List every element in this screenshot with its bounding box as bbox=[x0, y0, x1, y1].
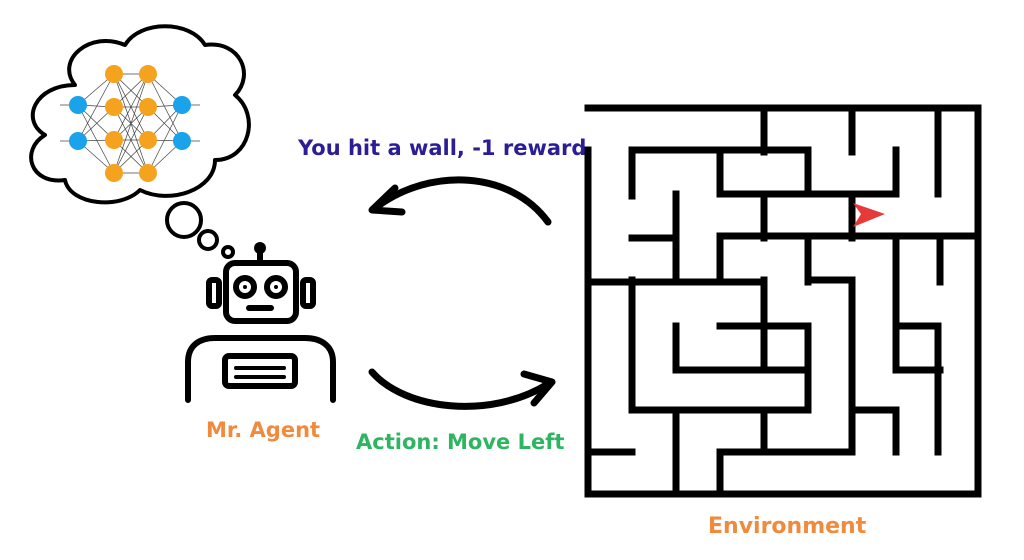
neuron-node bbox=[173, 132, 191, 150]
feedback-label: You hit a wall, -1 reward bbox=[298, 136, 587, 160]
neuron-node bbox=[105, 131, 123, 149]
agent-label: Mr. Agent bbox=[206, 418, 321, 442]
neuron-node bbox=[173, 96, 191, 114]
neuron-node bbox=[105, 98, 123, 116]
environment-label: Environment bbox=[708, 514, 867, 539]
neuron-node bbox=[105, 164, 123, 182]
robot-icon bbox=[185, 242, 336, 403]
neuron-node bbox=[139, 164, 157, 182]
neuron-node bbox=[139, 65, 157, 83]
triangle-pointer-icon bbox=[853, 203, 885, 227]
feedback-arrow bbox=[368, 176, 552, 226]
neuron-node bbox=[69, 96, 87, 114]
neuron-node bbox=[139, 131, 157, 149]
action-arrow bbox=[368, 368, 556, 410]
neuron-node bbox=[105, 65, 123, 83]
action-label: Action: Move Left bbox=[356, 430, 565, 454]
neural-network-icon bbox=[60, 65, 200, 182]
maze-icon bbox=[584, 104, 982, 498]
neuron-node bbox=[69, 132, 87, 150]
neuron-node bbox=[139, 98, 157, 116]
